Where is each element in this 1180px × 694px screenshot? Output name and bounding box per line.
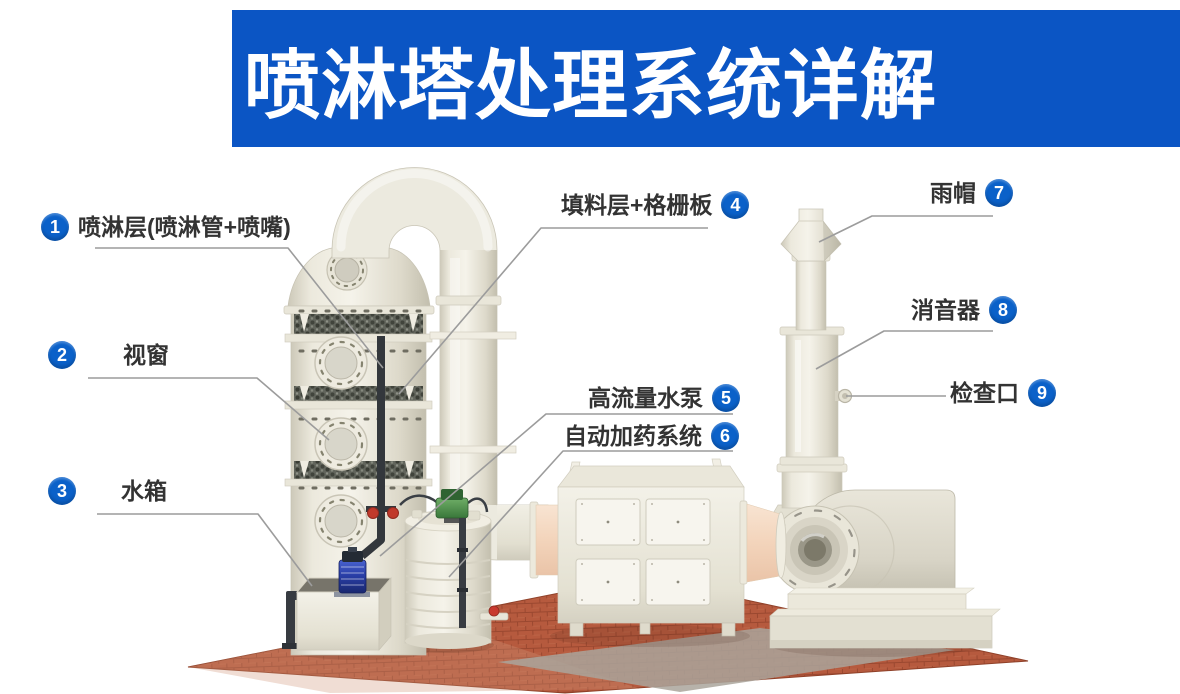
callout-water-pump: 高流量水泵 5 — [588, 384, 740, 412]
callout-text-spray-layer: 喷淋层(喷淋管+喷嘴) — [78, 214, 291, 240]
leader-dosing-system — [448, 450, 733, 578]
packing-band-2 — [294, 386, 423, 402]
badge-9: 9 — [1028, 379, 1056, 407]
rain-cap — [780, 208, 842, 262]
callout-inspection-port: 检查口 9 — [950, 379, 1056, 407]
leader-water-pump — [379, 413, 733, 557]
badge-7: 7 — [985, 179, 1013, 207]
dosing-tank — [399, 489, 492, 649]
packing-band-1 — [294, 314, 423, 334]
badge-5: 5 — [712, 384, 740, 412]
drain-valve — [479, 605, 509, 621]
callout-text-packing-layer: 填料层+格栅板 — [561, 192, 713, 218]
badge-4: 4 — [721, 191, 750, 219]
badge-6: 6 — [711, 422, 739, 450]
badge-1: 1 — [41, 213, 69, 241]
leader-spray-layer — [95, 247, 384, 369]
fan-pedestal — [769, 587, 1001, 649]
inspection-port — [835, 388, 853, 404]
leader-lines — [88, 215, 993, 587]
leader-rain-cap — [818, 215, 993, 243]
water-tank — [282, 547, 393, 651]
fan-inlet-cone — [739, 500, 787, 585]
callout-text-water-pump: 高流量水泵 — [588, 385, 703, 411]
fan-inlet — [770, 505, 860, 595]
callout-text-inspection-port: 检查口 — [950, 380, 1019, 406]
viewing-window-3 — [314, 494, 368, 548]
exhaust-stack — [767, 208, 857, 523]
page-title: 喷淋塔处理系统详解 — [244, 44, 937, 129]
callout-viewing-window: 2 视窗 — [48, 341, 169, 369]
callout-muffler: 消音器 8 — [911, 296, 1017, 324]
badge-3: 3 — [48, 477, 76, 505]
leader-muffler — [815, 330, 993, 370]
leader-viewing-window — [88, 377, 330, 441]
circulation-pump — [334, 547, 370, 597]
callout-packing-layer: 填料层+格栅板 4 — [561, 191, 750, 219]
callout-text-rain-cap: 雨帽 — [930, 180, 976, 206]
callout-text-dosing-system: 自动加药系统 — [564, 423, 702, 449]
badge-2: 2 — [48, 341, 76, 369]
callout-rain-cap: 雨帽 7 — [930, 179, 1013, 207]
filter-panels — [575, 498, 711, 606]
centrifugal-fan — [769, 489, 1001, 649]
callout-water-tank: 3 水箱 — [48, 477, 167, 505]
viewing-window-1 — [314, 336, 368, 390]
muffler — [779, 326, 845, 466]
callout-spray-layer: 1 喷淋层(喷淋管+喷嘴) — [41, 213, 291, 241]
callout-text-viewing-window: 视窗 — [123, 342, 169, 368]
cone-manhole — [326, 249, 368, 291]
viewing-window-2 — [314, 417, 368, 471]
badge-8: 8 — [989, 296, 1017, 324]
callout-dosing-system: 自动加药系统 6 — [564, 422, 739, 450]
spray-feed-pipe — [359, 336, 399, 560]
callout-text-muffler: 消音器 — [911, 297, 980, 323]
carbon-filter-box — [529, 458, 787, 637]
leader-water-tank — [97, 513, 313, 587]
callout-text-water-tank: 水箱 — [121, 478, 167, 504]
u-bend-duct — [331, 167, 549, 561]
title-banner: 喷淋塔处理系统详解 — [232, 10, 1180, 147]
leader-packing-layer — [398, 227, 708, 395]
